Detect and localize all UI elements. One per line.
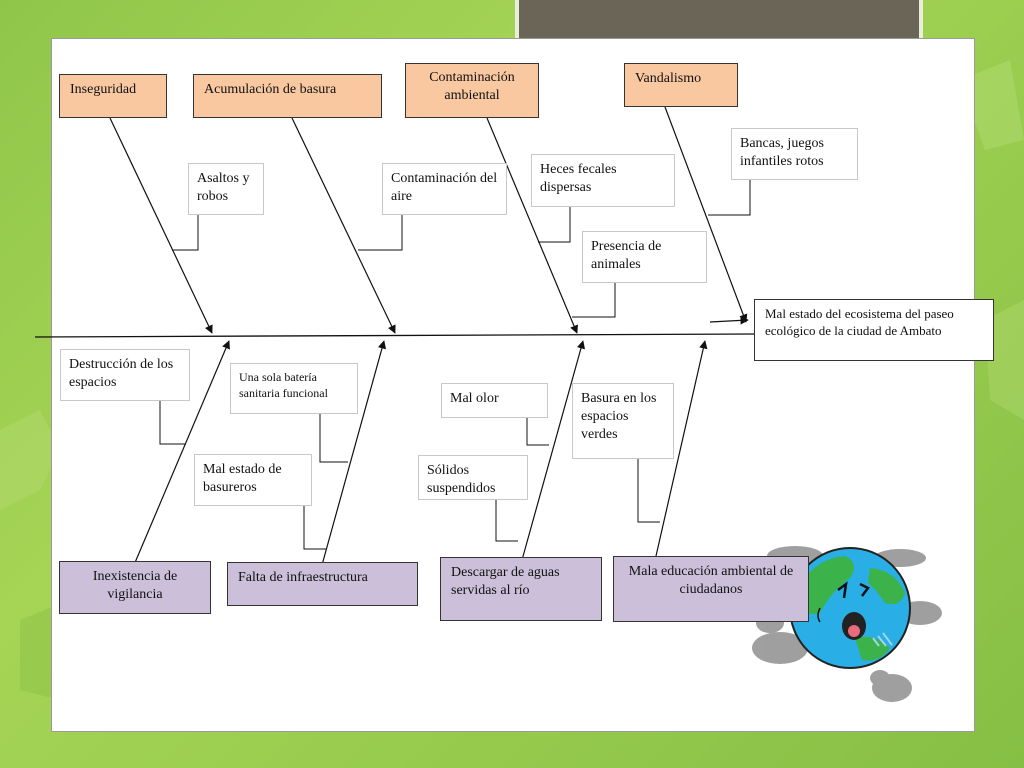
connector-olor xyxy=(526,418,549,446)
cause-mal-olor: Mal olor xyxy=(441,383,548,418)
connector-aire xyxy=(358,215,403,251)
effect-box: Mal estado del ecosistema del paseo ecol… xyxy=(754,299,994,361)
connector-verdes xyxy=(637,459,660,523)
cause-presencia-animales: Presencia de animales xyxy=(582,231,707,283)
bone-top-2 xyxy=(291,117,396,334)
cause-bateria-sanitaria: Una sola batería sanitaria funcional xyxy=(230,363,358,414)
bone-top-1 xyxy=(109,117,213,334)
connector-bancas xyxy=(708,180,751,216)
spine-line xyxy=(34,333,756,338)
category-descarga-aguas: Descargar de aguas servidas al río xyxy=(440,557,602,621)
bone-bottom-2 xyxy=(321,340,387,566)
bone-top-3 xyxy=(486,117,578,334)
spine-arrow xyxy=(709,316,749,325)
bone-top-4 xyxy=(664,106,748,323)
category-inseguridad: Inseguridad xyxy=(59,74,167,118)
cause-basura-espacios-verdes: Basura en los espacios verdes xyxy=(572,383,674,459)
connector-bateria xyxy=(319,414,348,463)
connector-basureros xyxy=(303,504,326,550)
category-mala-educacion-ambiental: Mala educación ambiental de ciudadanos xyxy=(613,556,809,622)
cause-contaminacion-aire: Contaminación del aire xyxy=(382,163,507,215)
category-falta-infraestructura: Falta de infraestructura xyxy=(227,562,418,606)
connector-destruccion xyxy=(159,400,186,445)
bone-bottom-1 xyxy=(133,340,230,566)
cause-bancas-juegos: Bancas, juegos infantiles rotos xyxy=(731,128,858,180)
crying-earth-icon xyxy=(752,546,942,702)
cause-heces-fecales: Heces fecales dispersas xyxy=(531,154,675,207)
bone-bottom-3 xyxy=(521,340,586,561)
bone-bottom-4 xyxy=(655,340,708,557)
connector-asaltos xyxy=(172,215,199,251)
category-inexistencia-vigilancia: Inexistencia de vigilancia xyxy=(59,561,211,614)
cause-mal-estado-basureros: Mal estado de basureros xyxy=(194,454,312,506)
category-acumulacion-basura: Acumulación de basura xyxy=(193,74,382,118)
cause-destruccion-espacios: Destrucción de los espacios xyxy=(60,349,190,401)
cause-solidos-suspendidos: Sólidos suspendidos xyxy=(418,455,528,500)
category-vandalismo: Vandalismo xyxy=(624,63,738,107)
connector-heces xyxy=(538,207,571,243)
cause-asaltos-robos: Asaltos y robos xyxy=(188,163,264,215)
connector-presencia xyxy=(572,283,616,318)
connector-solidos xyxy=(495,500,518,542)
category-contaminacion-ambiental: Contaminación ambiental xyxy=(405,63,539,118)
